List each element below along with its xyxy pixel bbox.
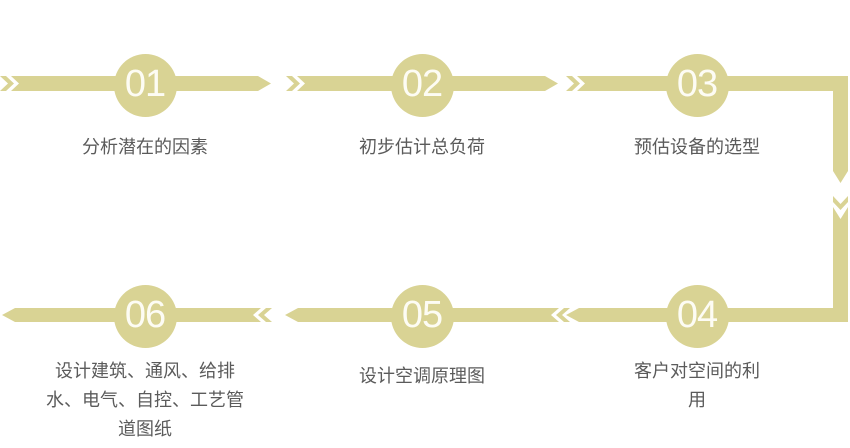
arrow-tail-chevron-1-icon [0,76,14,91]
step-circle-03: 03 [665,53,729,117]
arrow-tail-chevron-5-icon [556,308,570,322]
step-circle-01: 01 [113,53,177,117]
step-number-01: 01 [124,63,166,105]
arrow-tail-chevron-down-icon [833,196,848,210]
step-label-06: 设计建筑、通风、给排 水、电气、自控、工艺管 道图纸 [46,361,244,439]
step-label-05: 设计空调原理图 [359,366,485,386]
arrow-band-3-elbow-down [577,76,848,183]
step-circle-02: 02 [390,53,454,117]
step-label-03: 预估设备的选型 [634,137,760,157]
step-label-01: 分析潜在的因素 [82,137,208,157]
arrow-band-4-elbow-left [566,207,848,322]
step-label-02: 初步估计总负荷 [359,137,485,157]
arrow-tail-chevron-2-icon [286,76,300,91]
step-number-02: 02 [401,63,443,105]
step-number-05: 05 [401,294,443,336]
step-number-03: 03 [676,63,718,105]
arrow-tail-chevron-3-icon [566,76,580,91]
step-circle-04: 04 [665,284,729,348]
step-circle-06: 06 [113,284,177,348]
arrow-tail-chevron-6-icon [258,308,272,322]
step-circle-05: 05 [390,284,454,348]
step-number-04: 04 [676,294,718,336]
step-label-04: 客户对空间的利 用 [634,361,760,410]
step-number-06: 06 [124,294,166,336]
